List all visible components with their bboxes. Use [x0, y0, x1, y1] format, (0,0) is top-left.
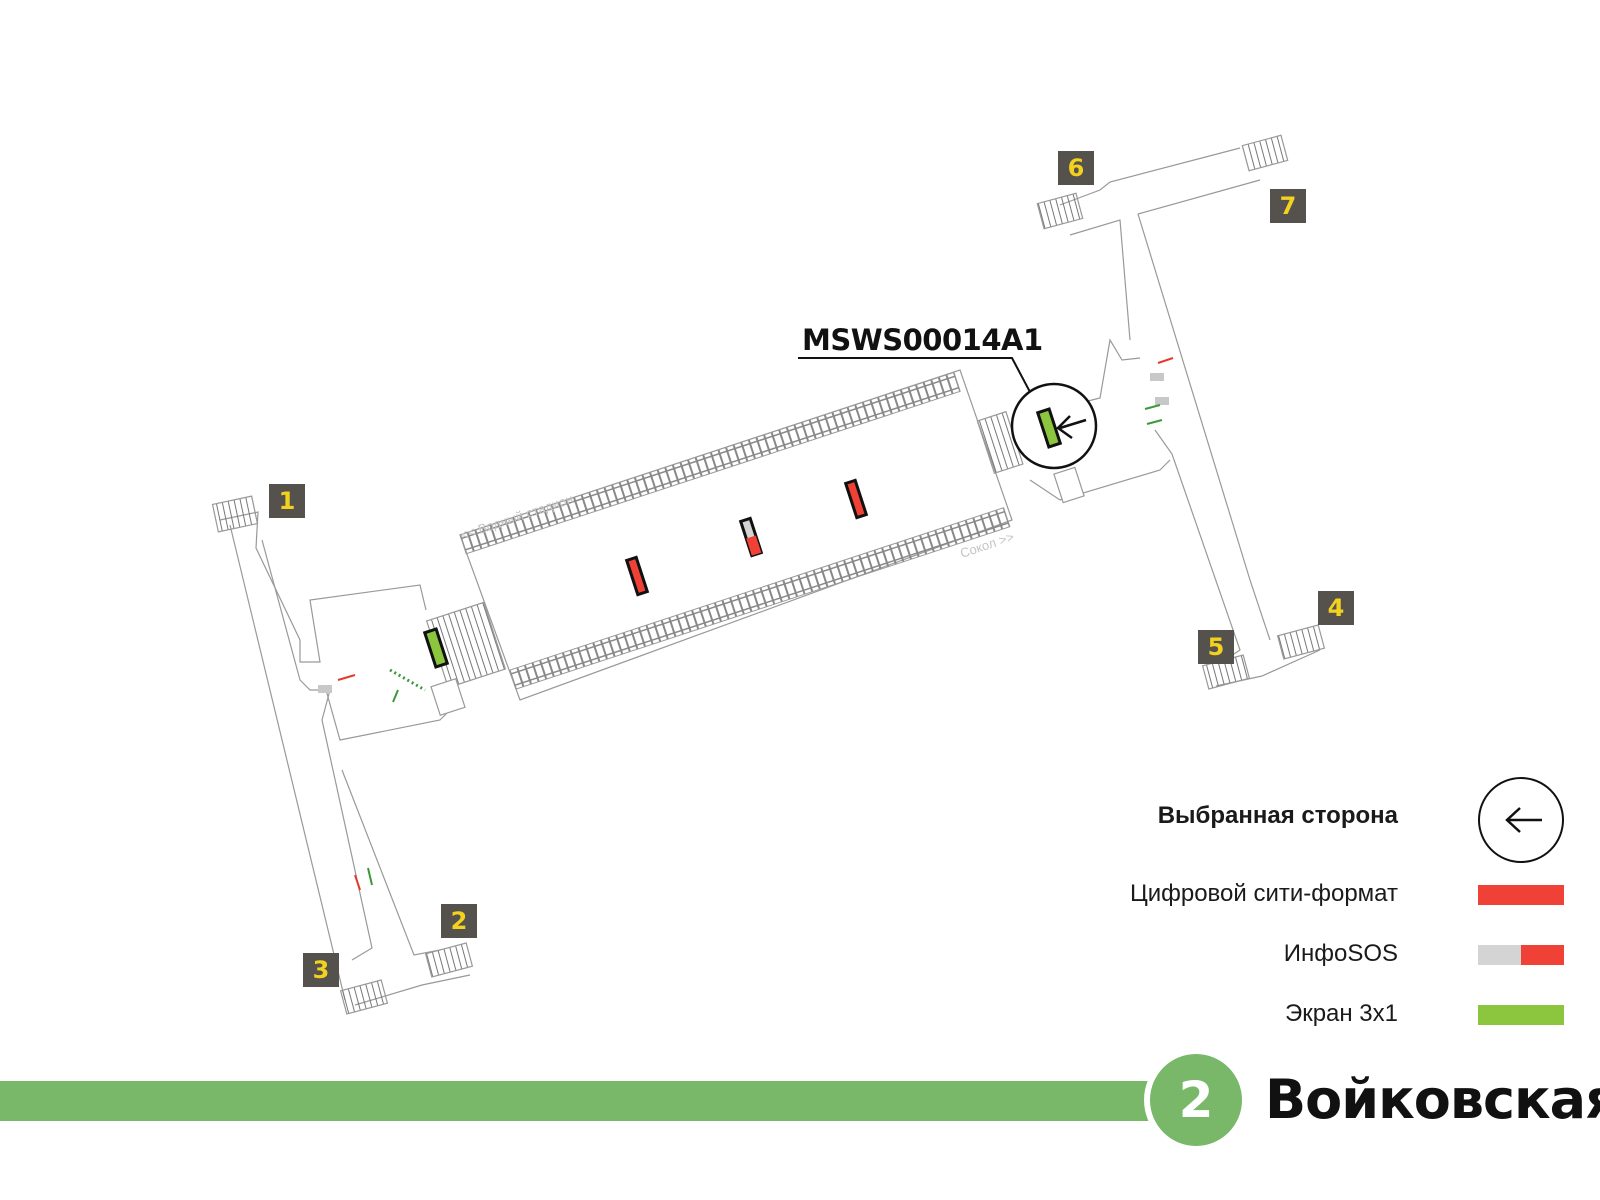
ad-units [422, 478, 869, 669]
exit-label-2: 2 [441, 904, 477, 938]
platform-hall: << Водный стадион Сокол >> [458, 369, 1016, 701]
exit-label-6: 6 [1058, 151, 1094, 185]
station-name: Войковская [1265, 1068, 1600, 1131]
line-number-badge: 2 [1150, 1054, 1242, 1146]
exit-label-7: 7 [1270, 189, 1306, 223]
selected-unit-callout [798, 357, 1098, 470]
legend-infosos-swatch [1478, 945, 1564, 965]
screen-3x1-unit [422, 627, 450, 669]
selected-unit-code: MSWS00014A1 [802, 323, 1043, 357]
arrow-left-icon [1056, 415, 1073, 440]
exit-label-1: 1 [269, 484, 305, 518]
turnstiles [318, 373, 1169, 693]
exit-label-4: 4 [1318, 591, 1354, 625]
exit-label-3: 3 [303, 953, 339, 987]
digital-city-unit [624, 555, 650, 597]
legend-infosos-label: ИнфоSOS [1283, 940, 1398, 967]
legend-screen-swatch [1478, 1005, 1564, 1025]
exit-label-5: 5 [1198, 630, 1234, 664]
line-color-bar [0, 1081, 1160, 1121]
screen-3x1-unit [1035, 407, 1063, 449]
left-vestibule [211, 495, 507, 1015]
legend-screen-label: Экран 3x1 [1284, 1000, 1398, 1027]
infosos-unit-red [746, 535, 762, 556]
legend-digital-city-label: Цифровой сити-формат [1129, 880, 1398, 907]
digital-city-unit [843, 478, 869, 520]
legend-selected-side-label: Выбранная сторона [1157, 802, 1398, 829]
flow-arrows [337, 357, 1174, 891]
legend-selected-side-icon [1478, 777, 1564, 863]
legend-digital-city-swatch [1478, 885, 1564, 905]
